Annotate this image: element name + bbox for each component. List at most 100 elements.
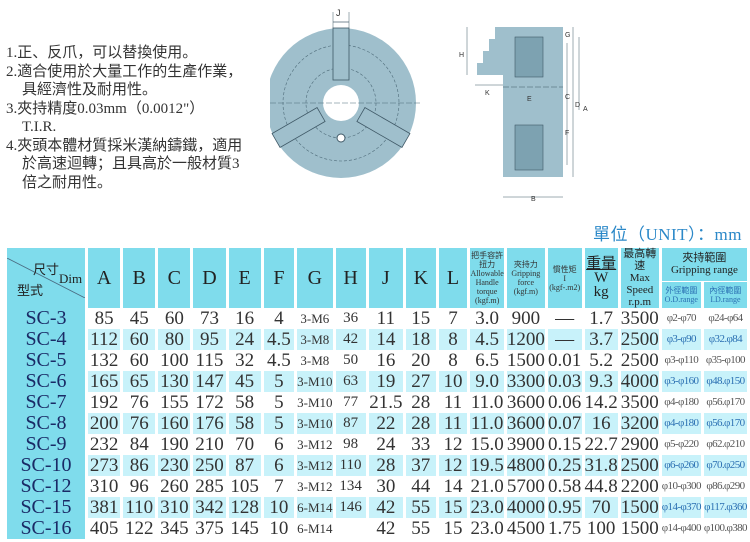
table-cell: 16 [584, 413, 618, 434]
table-cell: 76 [123, 413, 156, 434]
text: O.D.range [664, 294, 698, 304]
table-cell: 33 [411, 434, 431, 455]
text: kg [593, 284, 609, 300]
table-cell: 273 [88, 455, 121, 476]
table-cell: φ3-φ90 [661, 329, 701, 350]
table-cell: 95 [193, 329, 226, 350]
table-cell: 30 [376, 476, 396, 497]
table-cell: 146 [335, 497, 366, 518]
table-cell: 160 [158, 413, 191, 434]
table-cell: 15 [443, 518, 463, 539]
table-cell: SC-3 [7, 308, 85, 329]
table-cell: 190 [160, 434, 189, 455]
table-cell: 210 [195, 434, 224, 455]
table-cell: 3-M8 [297, 329, 333, 350]
table-cell: 55 [406, 497, 436, 518]
table-cell: 42 [335, 329, 366, 350]
table-cell: 36 [343, 310, 359, 326]
table-cell: 232 [89, 434, 119, 455]
table-cell: 58 [235, 392, 255, 413]
table-cell: 3600 [506, 392, 545, 413]
table-cell: 2500 [620, 329, 659, 350]
table-cell: 87 [335, 413, 366, 434]
table-cell: 37 [406, 455, 436, 476]
table-cell: 32 [235, 350, 255, 371]
dim-label-g: G [565, 32, 570, 39]
table-cell: 4000 [620, 371, 659, 392]
table-cell: 3-M12 [297, 437, 333, 452]
table-cell: 50 [343, 352, 359, 368]
table-cell: 3300 [506, 371, 545, 392]
text: 外徑範圍 [665, 285, 698, 295]
table-cell: 16 [376, 350, 396, 371]
col-j: J [368, 247, 404, 308]
table-cell: 2500 [620, 350, 659, 371]
table-cell: 98 [343, 436, 359, 452]
table-cell: φ2-φ70 [666, 312, 697, 324]
text: (kgf-.m2) [549, 282, 581, 292]
text: Speed [626, 284, 654, 296]
table-cell: SC-10 [7, 455, 85, 476]
col-a: A [88, 247, 121, 308]
table-cell: 28 [368, 455, 404, 476]
table-cell: 130 [158, 371, 191, 392]
table-cell: 14 [368, 329, 404, 350]
table-cell: φ3-φ160 [661, 371, 701, 392]
text: force [517, 278, 535, 287]
table-cell: 3-M10 [297, 413, 333, 434]
table-cell: 76 [129, 392, 149, 413]
note-4-cont2: 倍之耐用性。 [22, 174, 113, 191]
table-cell: 80 [158, 329, 191, 350]
table-cell: 60 [129, 350, 149, 371]
table-cell: φ48.φ150 [703, 371, 747, 392]
table-cell: 250 [193, 455, 226, 476]
table-cell: 0.95 [547, 497, 582, 518]
table-cell: 21.5 [369, 392, 403, 413]
table-cell: 42 [368, 497, 404, 518]
table-cell: 112 [88, 329, 121, 350]
note-1: 1.正、反爪，可以替換使用。 [6, 45, 198, 61]
dim-label-j: J [336, 8, 341, 18]
note-4-cont: 於高速迴轉；且具高於一般材質3 [22, 156, 240, 172]
note-2-cont: 具經濟性及耐用性。 [22, 82, 158, 98]
text: Gripping [511, 269, 541, 278]
corner-header: 尺寸 Dim 型式 [7, 247, 85, 308]
table-cell: 11 [438, 413, 468, 434]
table-cell: 70 [584, 497, 618, 518]
text: 型式 [17, 283, 44, 298]
table-cell: 1500 [620, 497, 659, 518]
table-cell: 5 [263, 371, 295, 392]
note-2: 2.適合使用於大量工作的生產作業， [6, 63, 243, 80]
text: torque [476, 287, 498, 296]
table-cell: 6-M14 [297, 521, 333, 536]
col-h: H [335, 247, 366, 308]
table-cell: 2200 [620, 476, 659, 497]
table-cell: 3-M12 [297, 479, 333, 494]
table-cell: 128 [228, 497, 261, 518]
text: 夾持力 [513, 260, 538, 269]
table-cell: φ6-φ260 [661, 455, 701, 476]
text: Dim [59, 271, 83, 286]
table-cell: 15.0 [470, 434, 504, 455]
table-cell: 381 [88, 497, 121, 518]
table-cell: 2900 [620, 434, 659, 455]
table-cell: 55 [411, 518, 431, 539]
table-cell: 11 [376, 308, 395, 329]
table-cell: 0.03 [547, 371, 582, 392]
text: 重量 [586, 256, 617, 272]
table-cell: 1500 [620, 518, 659, 539]
table-cell: 310 [158, 497, 191, 518]
table-cell: 4.5 [470, 329, 504, 350]
table-cell: 0.15 [548, 434, 582, 455]
table-cell: 23.0 [470, 497, 504, 518]
col-g: G [297, 247, 333, 308]
